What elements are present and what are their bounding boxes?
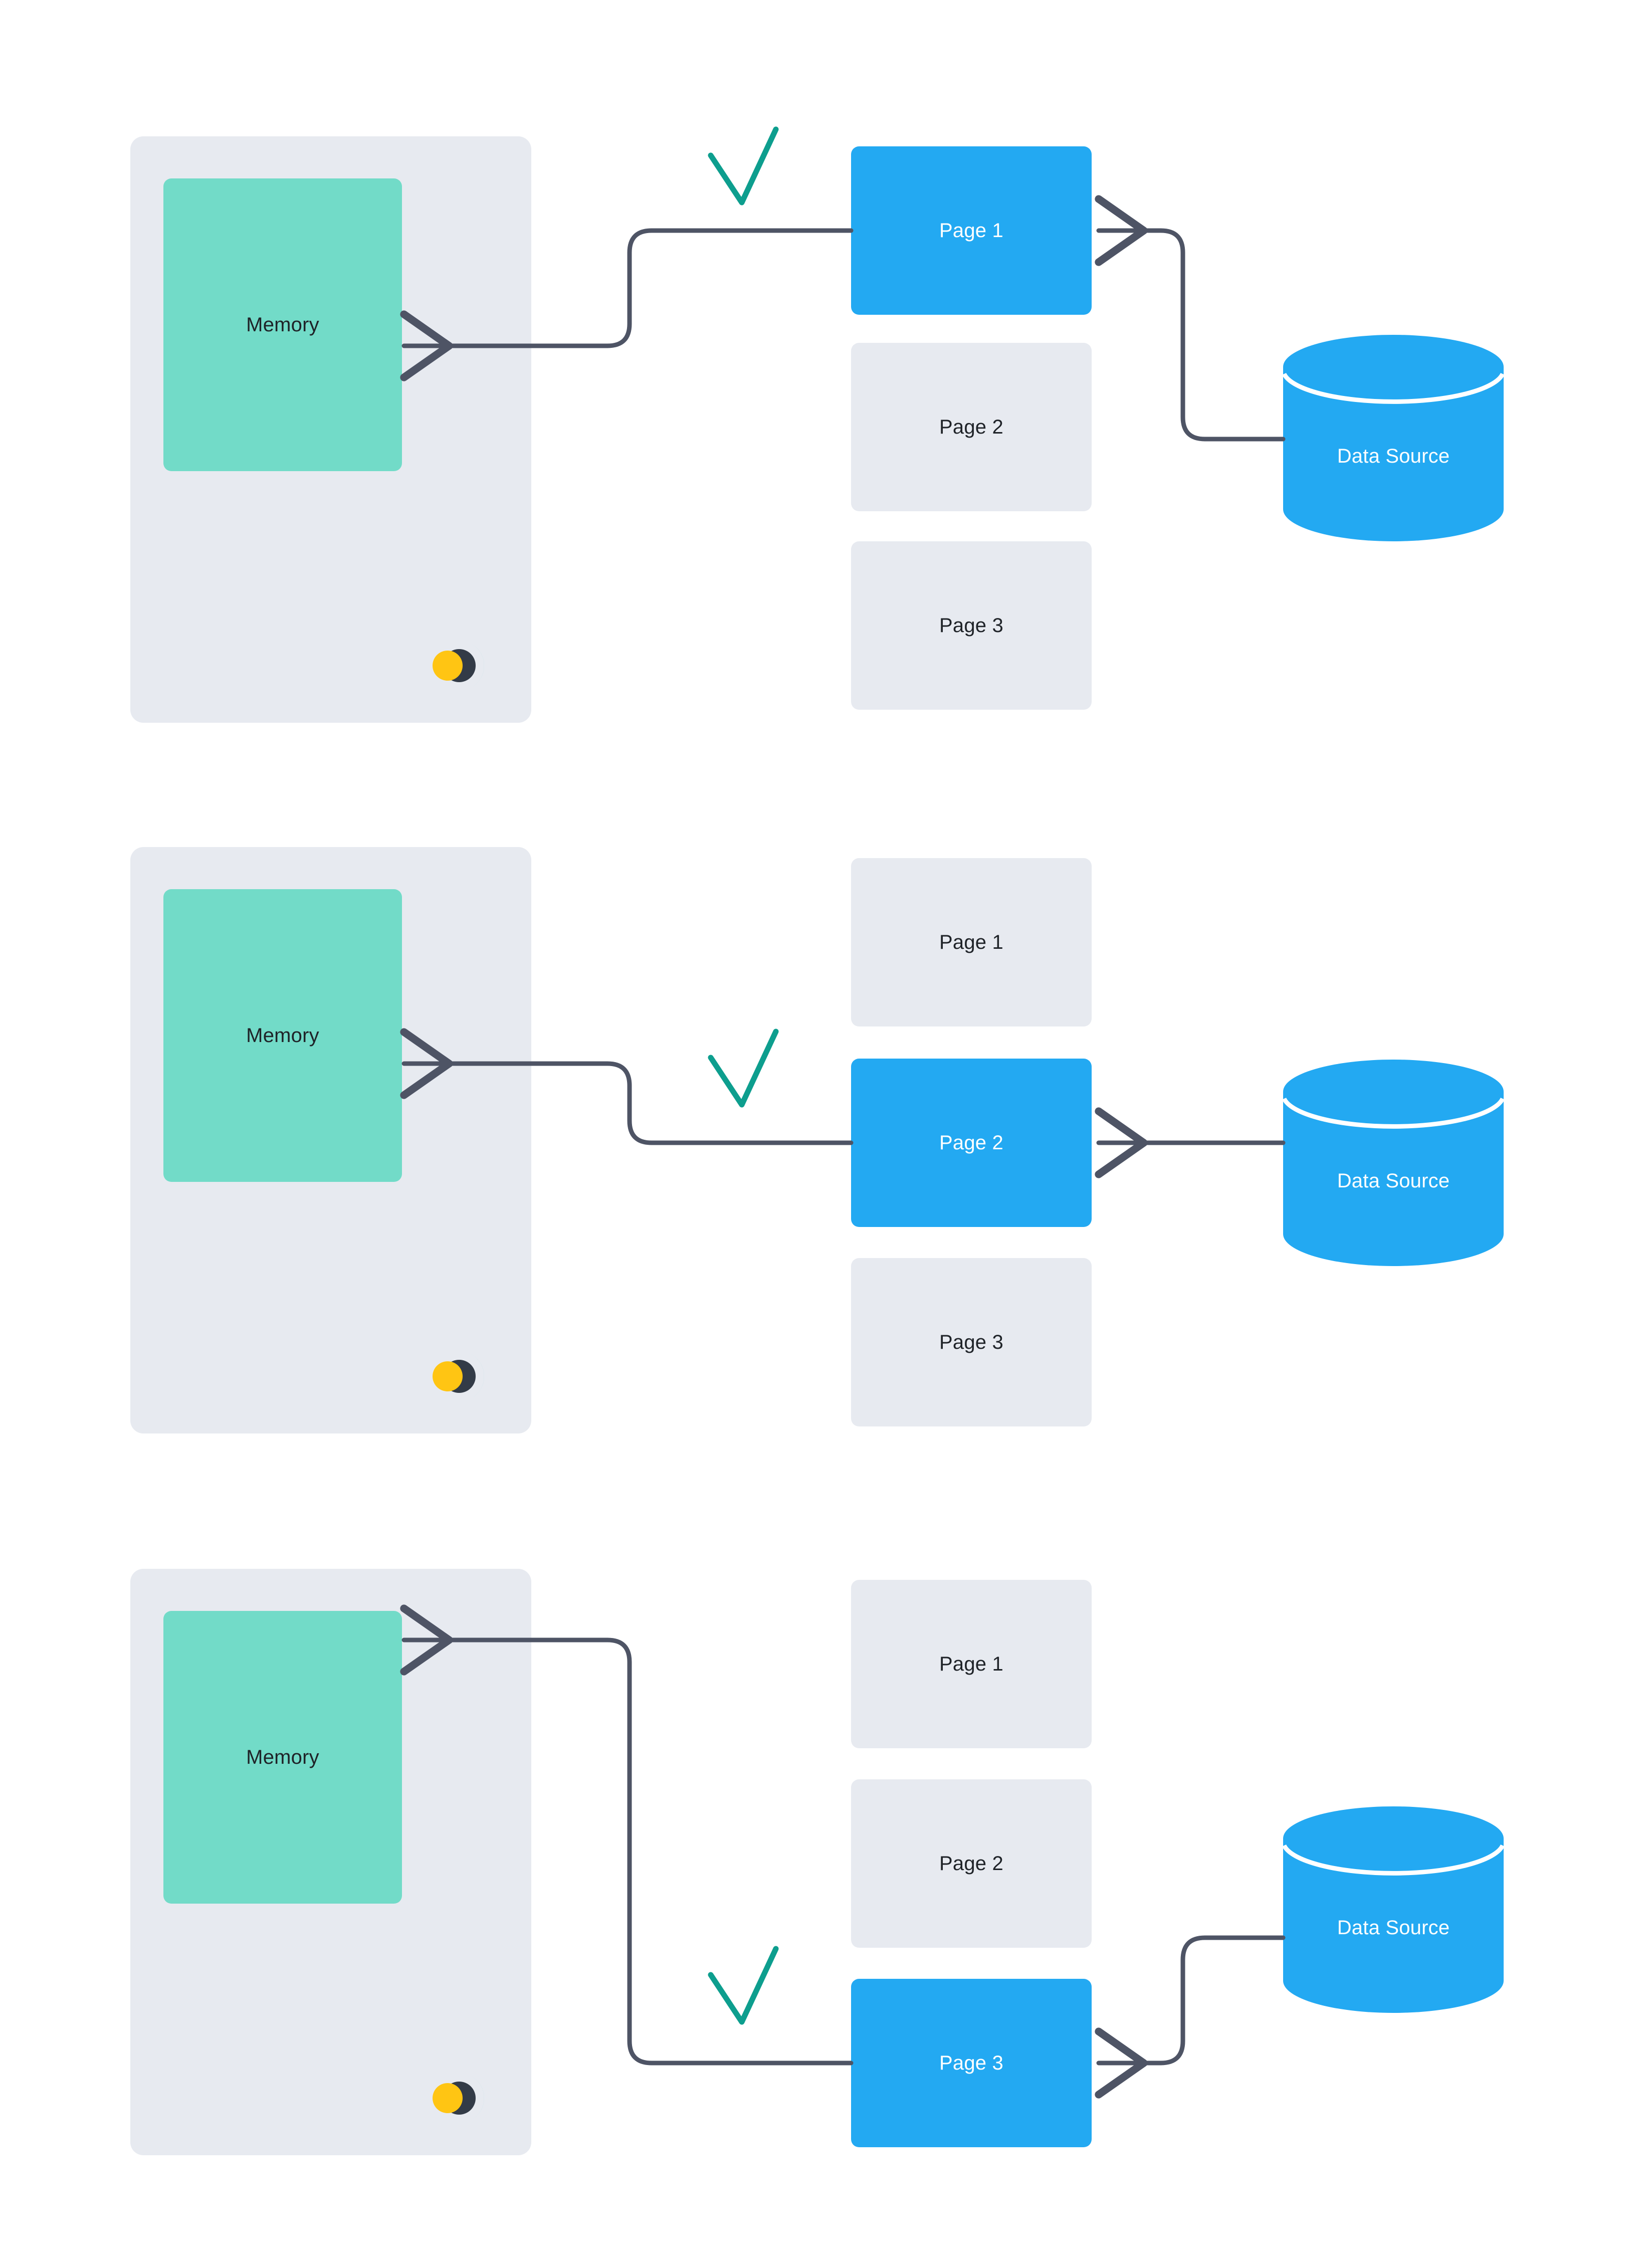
- database-cylinder-icon: [1282, 1060, 1505, 1266]
- memory-box-step-2: Memory: [163, 889, 402, 1182]
- data-source-step-3[interactable]: Data Source: [1282, 1806, 1505, 2013]
- page-box-label: Page 2: [939, 416, 1003, 438]
- page-box-label: Page 1: [939, 1653, 1003, 1675]
- page-box-label: Page 1: [939, 931, 1003, 953]
- page-box-page-3-step-2[interactable]: Page 3: [851, 1258, 1092, 1426]
- page-box-page-1-step-2[interactable]: Page 1: [851, 858, 1092, 1026]
- memory-label-step-3: Memory: [246, 1746, 319, 1768]
- page-box-page-3-step-3[interactable]: Page 3: [851, 1979, 1092, 2147]
- memory-panel-step-2: Memory: [130, 847, 531, 1433]
- memory-panel-step-1: Memory: [130, 136, 531, 723]
- page-box-label: Page 1: [939, 219, 1003, 242]
- database-cylinder-icon: [1282, 1806, 1505, 2013]
- page-box-label: Page 2: [939, 1131, 1003, 1154]
- memory-label-step-2: Memory: [246, 1024, 319, 1047]
- page-box-label: Page 3: [939, 2051, 1003, 2074]
- page-box-page-1-step-1[interactable]: Page 1: [851, 146, 1092, 315]
- memory-label-step-1: Memory: [246, 314, 319, 336]
- page-box-page-2-step-3[interactable]: Page 2: [851, 1779, 1092, 1948]
- memory-panel-step-3: Memory: [130, 1569, 531, 2155]
- page-box-page-3-step-1[interactable]: Page 3: [851, 541, 1092, 710]
- step-2-group: Memory Page 1 Page 2 Page 3: [0, 747, 1652, 1489]
- page-box-page-2-step-1[interactable]: Page 2: [851, 343, 1092, 511]
- data-source-step-1[interactable]: Data Source: [1282, 335, 1505, 541]
- page-box-label: Page 3: [939, 614, 1003, 637]
- memory-box-step-3: Memory: [163, 1611, 402, 1904]
- step-3-group: Memory Page 1 Page 2 Page 3: [0, 1494, 1652, 2260]
- data-source-step-2[interactable]: Data Source: [1282, 1060, 1505, 1266]
- brand-logo-icon: [431, 638, 487, 694]
- step-1-group: Memory Page 1 Page 2 Page 3: [0, 0, 1652, 767]
- memory-box-step-1: Memory: [163, 178, 402, 471]
- page-box-label: Page 2: [939, 1852, 1003, 1875]
- brand-logo-icon: [431, 1348, 487, 1404]
- page-box-label: Page 3: [939, 1331, 1003, 1353]
- database-cylinder-icon: [1282, 335, 1505, 541]
- brand-logo-icon: [431, 2070, 487, 2126]
- page-box-page-2-step-2[interactable]: Page 2: [851, 1059, 1092, 1227]
- page-box-page-1-step-3[interactable]: Page 1: [851, 1580, 1092, 1748]
